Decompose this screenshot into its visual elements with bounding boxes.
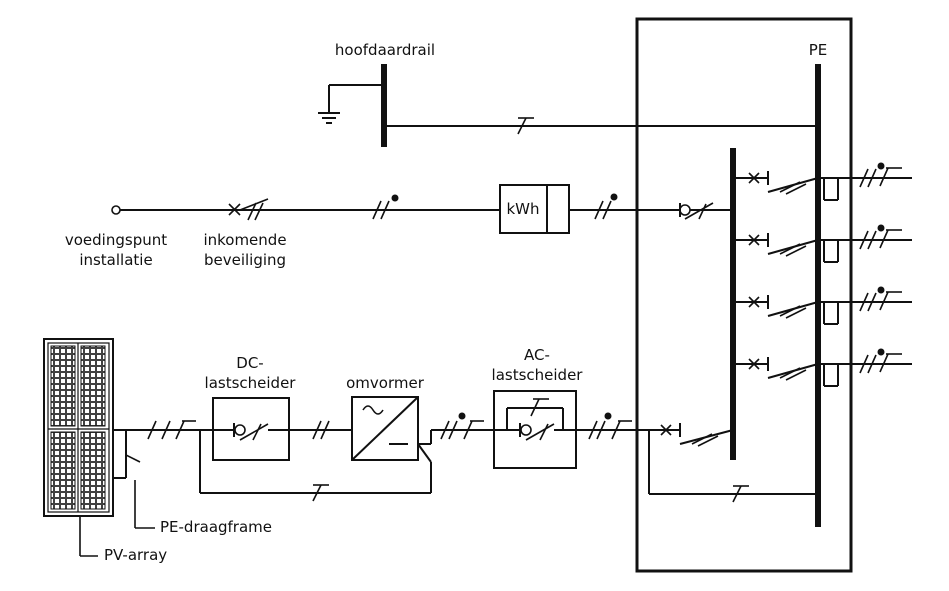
label-dc-line1: DC-	[236, 354, 264, 372]
outgoing-group-3	[733, 286, 912, 325]
label-beveiliging: beveiliging	[203, 251, 287, 269]
label-omvormer: omvormer	[346, 374, 424, 392]
dc-line	[113, 420, 432, 502]
label-voedingspunt: voedingspunt	[64, 231, 168, 249]
ac-to-board	[576, 412, 818, 503]
label-pv-array: PV-array	[104, 546, 168, 564]
outgoing-group-2	[733, 224, 912, 263]
label-dc-line2: lastscheider	[204, 374, 296, 392]
leader-lines	[79, 480, 155, 557]
label-hoofdaardrail: hoofdaardrail	[334, 41, 436, 59]
label-installatie: installatie	[79, 251, 153, 269]
ac-line	[431, 412, 494, 440]
label-kwh: kWh	[506, 200, 540, 218]
label-ac-line1: AC-	[524, 346, 550, 364]
supply-line	[111, 184, 733, 234]
distribution-board-enclosure	[635, 17, 853, 573]
label-pe-draagframe: PE-draagframe	[160, 518, 273, 536]
inverter	[351, 396, 432, 461]
outgoing-group-4	[733, 348, 912, 387]
main-earth-rail	[318, 64, 818, 147]
label-ac-line2: lastscheider	[491, 366, 583, 384]
pv-frame-earthing	[113, 430, 141, 479]
ac-load-break-switch	[493, 390, 577, 469]
outgoing-group-1	[733, 162, 912, 201]
label-pe: PE	[808, 41, 828, 59]
dc-load-break-switch	[212, 397, 290, 461]
label-inkomende: inkomende	[203, 231, 287, 249]
pv-array-panel	[43, 338, 114, 517]
